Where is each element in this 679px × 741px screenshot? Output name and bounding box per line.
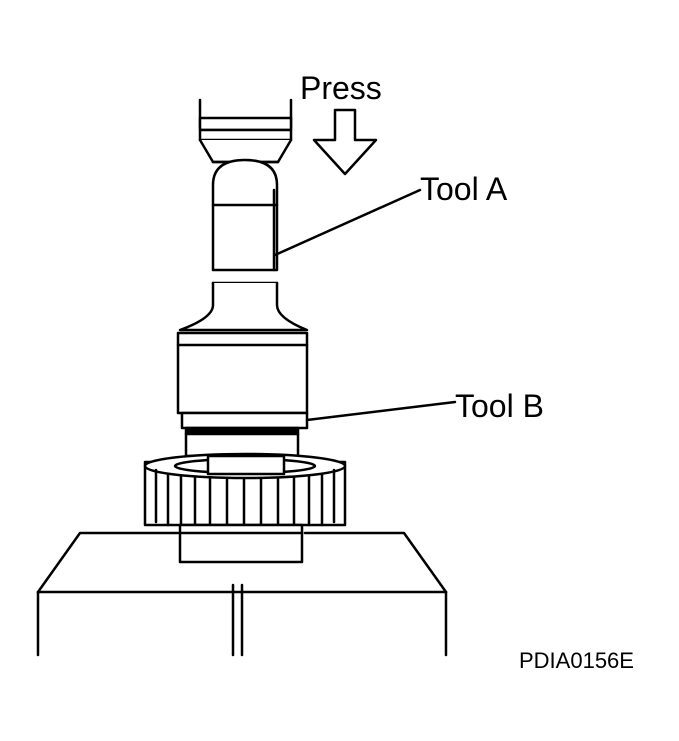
press-ram: [198, 98, 293, 164]
down-arrow-icon: [312, 108, 378, 176]
gear: [143, 452, 347, 527]
tool-b: [184, 426, 300, 458]
tool-a-collar: [176, 331, 309, 430]
tool-a: [178, 158, 309, 332]
press-label: Press: [300, 70, 382, 106]
tool-a-leader: [273, 188, 422, 257]
support-block: [36, 531, 448, 657]
tool-a-label: Tool A: [420, 171, 508, 207]
shaft-lower: [178, 523, 304, 564]
tool-b-label: Tool B: [455, 388, 544, 424]
figure-code-label: PDIA0156E: [519, 648, 634, 673]
tool-b-leader: [305, 400, 457, 422]
